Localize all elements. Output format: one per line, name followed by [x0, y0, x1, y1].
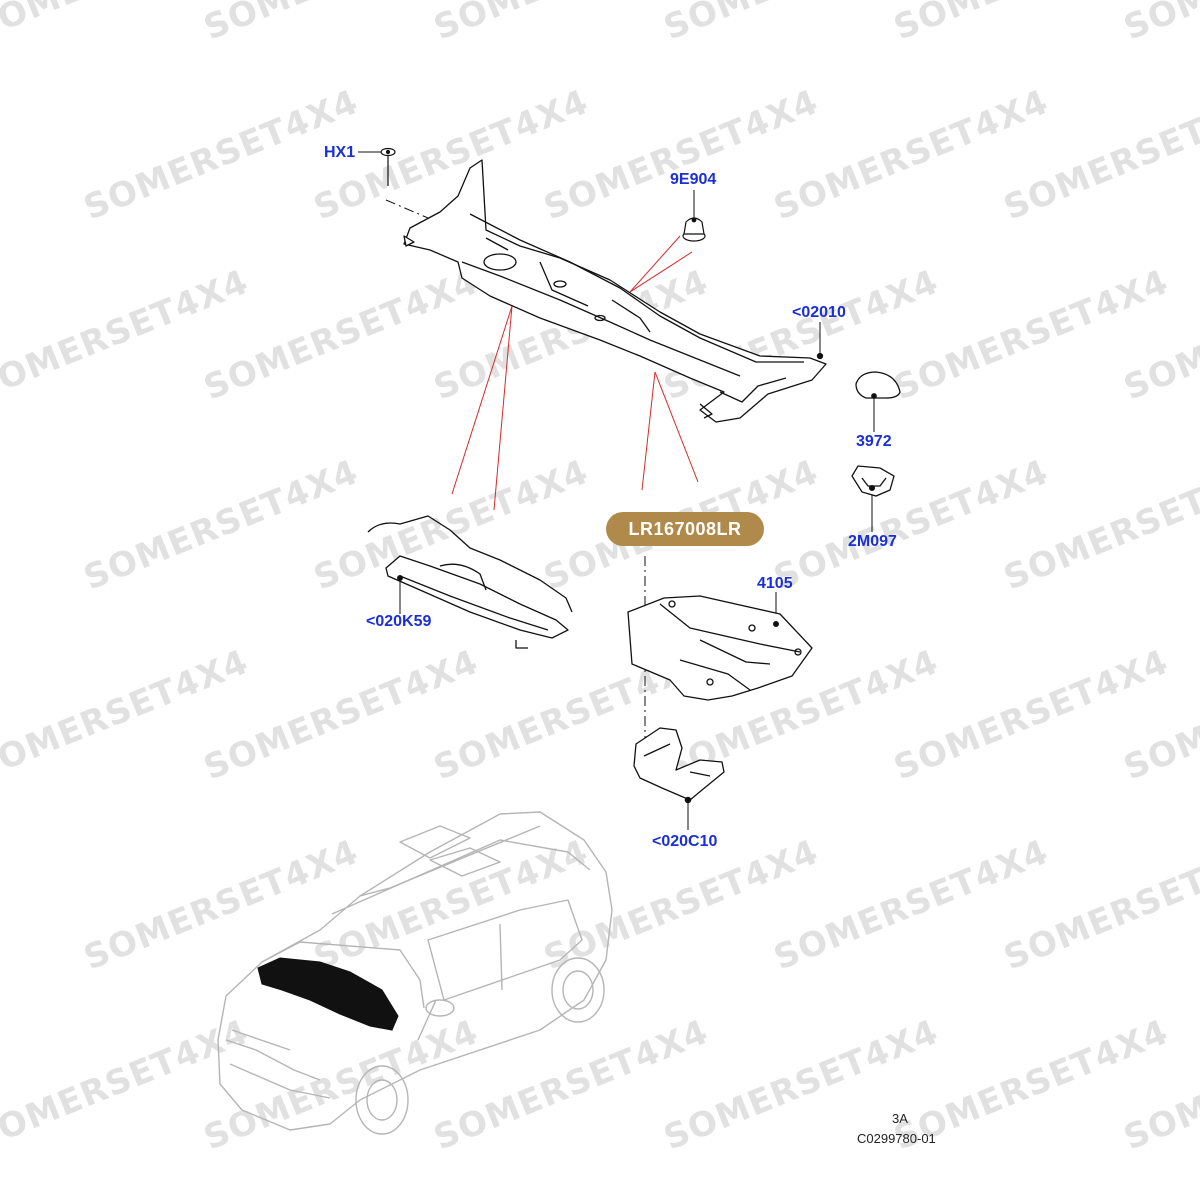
leader-lines [451, 235, 699, 511]
highlighted-cowl-region [257, 957, 399, 1031]
callout-02010: <02010 [792, 304, 846, 321]
diagram-code: C0299780-01 [857, 1131, 936, 1146]
watermark-logo: SOMERSET4X4 [1118, 0, 1200, 48]
vehicle-illustration [217, 811, 613, 1135]
seal-020k59-part [367, 515, 573, 649]
callout-4105: 4105 [757, 575, 793, 592]
watermark-layer: SOMERSET4X4SOMERSET4X4SOMERSET4X4SOMERSE… [0, 0, 1200, 1158]
bracket-2m097-part [851, 465, 895, 497]
sheet-number: 3A [892, 1111, 908, 1126]
grommet-9e904-part [682, 217, 706, 242]
callout-hx1: HX1 [324, 144, 356, 161]
callout-020c10: <020C10 [652, 833, 718, 850]
clip-hx1-part [380, 147, 396, 186]
panel-4105-part [627, 595, 813, 701]
cowl-panel-part [403, 159, 827, 423]
callout-9e904: 9E904 [670, 171, 717, 188]
callout-2m097: 2M097 [848, 533, 897, 550]
bracket-020c10-part [633, 727, 725, 804]
part-number-badge: LR167008LR [606, 512, 764, 546]
callout-3972: 3972 [856, 433, 892, 450]
callout-020k59: <020K59 [366, 613, 432, 630]
cap-3972-part [855, 371, 901, 399]
